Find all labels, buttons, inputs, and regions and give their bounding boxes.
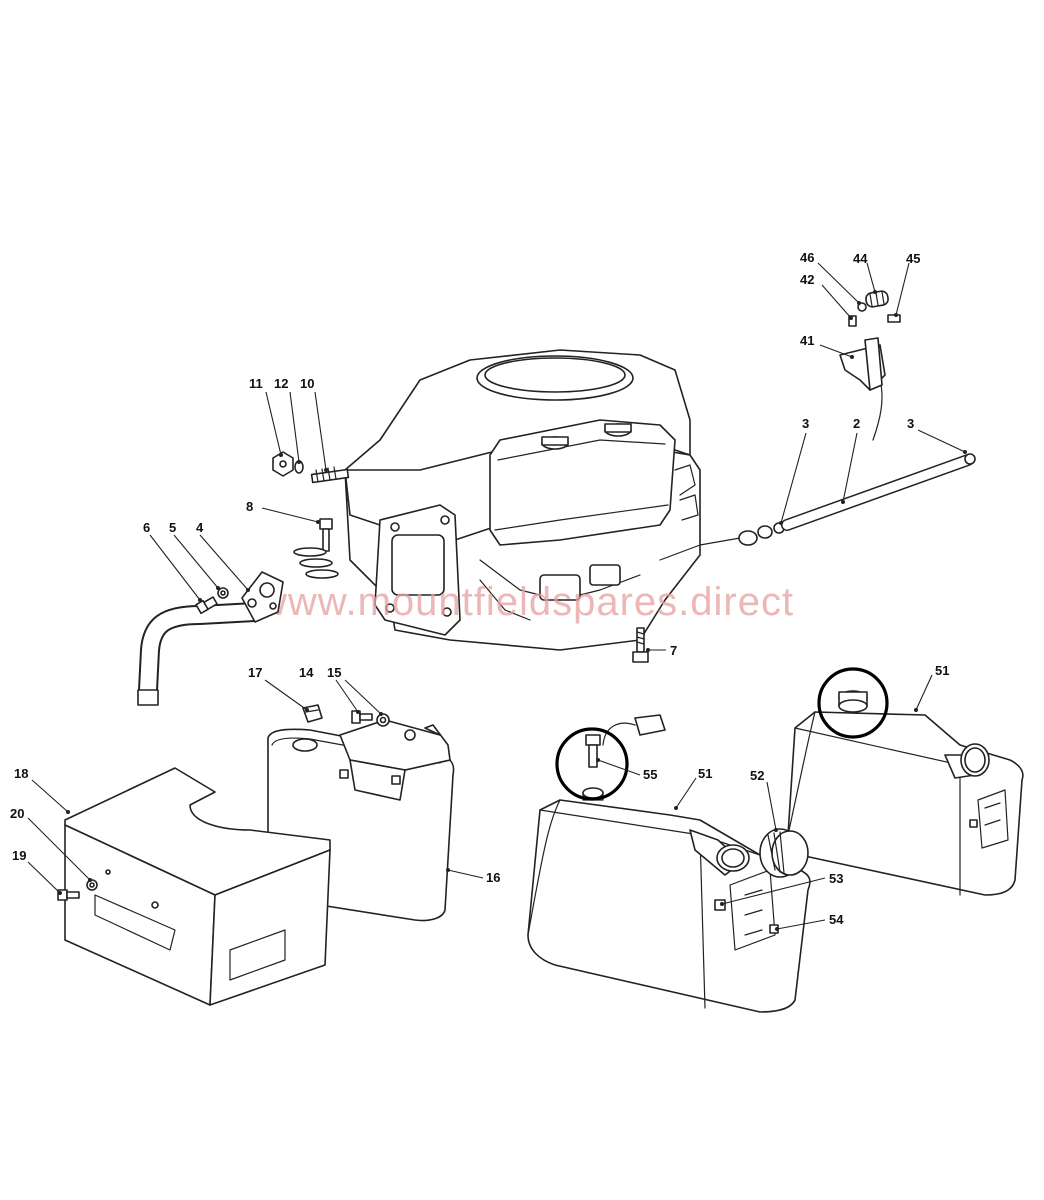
callout-7: 7 <box>646 643 677 658</box>
callout-16: 16 <box>446 868 500 885</box>
callout-17: 17 <box>248 665 309 712</box>
svg-text:3: 3 <box>907 416 914 431</box>
cap-52 <box>759 828 809 878</box>
svg-text:5: 5 <box>169 520 176 535</box>
svg-text:3: 3 <box>802 416 809 431</box>
svg-text:54: 54 <box>829 912 844 927</box>
callout-18: 18 <box>14 766 70 814</box>
svg-text:41: 41 <box>800 333 814 348</box>
svg-text:19: 19 <box>12 848 26 863</box>
callout-11: 11 <box>249 376 283 457</box>
svg-text:18: 18 <box>14 766 28 781</box>
exhaust-pipe <box>137 571 284 706</box>
washer-20 <box>86 879 98 891</box>
callout-12: 12 <box>274 376 301 464</box>
svg-text:53: 53 <box>829 871 843 886</box>
callout-46: 46 <box>800 250 861 305</box>
clip-17 <box>302 704 323 723</box>
callout-10: 10 <box>300 376 328 472</box>
svg-text:14: 14 <box>299 665 314 680</box>
svg-text:55: 55 <box>643 767 657 782</box>
callout-51-front: 51 <box>674 766 712 810</box>
svg-text:12: 12 <box>274 376 288 391</box>
svg-text:45: 45 <box>906 251 920 266</box>
svg-text:51: 51 <box>698 766 712 781</box>
callout-5: 5 <box>169 520 220 590</box>
callout-20: 20 <box>10 806 92 882</box>
callout-19: 19 <box>12 848 62 895</box>
callout-54: 54 <box>775 912 844 931</box>
callout-6: 6 <box>143 520 202 602</box>
nut-15 <box>376 713 390 727</box>
callout-41: 41 <box>800 333 854 359</box>
svg-text:42: 42 <box>800 272 814 287</box>
bolt-6 <box>195 596 218 615</box>
fuel-can-front <box>527 799 811 1013</box>
bolt-7 <box>632 627 649 663</box>
svg-text:17: 17 <box>248 665 262 680</box>
callout-8: 8 <box>246 499 320 524</box>
svg-text:20: 20 <box>10 806 24 821</box>
callout-42: 42 <box>800 272 853 320</box>
watermark-text: www.mountfieldspares.direct <box>257 580 794 624</box>
nut-11 <box>272 451 294 477</box>
callout-14: 14 <box>299 665 360 714</box>
bolt-8 <box>293 518 339 579</box>
svg-text:16: 16 <box>486 870 500 885</box>
fuel-sender-55 <box>582 714 666 801</box>
callout-45: 45 <box>894 251 920 317</box>
callout-55: 55 <box>596 758 657 782</box>
callout-51-back: 51 <box>914 663 949 712</box>
svg-text:46: 46 <box>800 250 814 265</box>
throttle-bracket <box>839 290 901 391</box>
highlight-circle-cap <box>817 667 889 739</box>
svg-text:44: 44 <box>853 251 868 266</box>
svg-text:52: 52 <box>750 768 764 783</box>
callout-44: 44 <box>853 251 877 294</box>
svg-text:11: 11 <box>249 376 263 391</box>
svg-text:6: 6 <box>143 520 150 535</box>
callout-52: 52 <box>750 768 778 832</box>
engine <box>310 349 701 651</box>
svg-text:15: 15 <box>327 665 341 680</box>
callout-3-right: 3 <box>907 416 967 454</box>
svg-text:7: 7 <box>670 643 677 658</box>
screw-19 <box>57 889 80 901</box>
callout-53: 53 <box>720 871 843 906</box>
callout-3-left: 3 <box>779 416 809 525</box>
fuel-can-back <box>787 690 1024 896</box>
svg-text:51: 51 <box>935 663 949 678</box>
callout-4: 4 <box>196 520 250 592</box>
bolt-14 <box>351 710 373 724</box>
svg-text:10: 10 <box>300 376 314 391</box>
callout-2: 2 <box>841 416 860 504</box>
highlight-circle-sender <box>555 727 629 801</box>
heat-shield-18 <box>64 767 331 1006</box>
washer-5 <box>217 587 229 599</box>
svg-text:8: 8 <box>246 499 253 514</box>
svg-text:2: 2 <box>853 416 860 431</box>
svg-text:4: 4 <box>196 520 204 535</box>
callout-15: 15 <box>327 665 383 716</box>
throttle-cable <box>659 379 976 561</box>
